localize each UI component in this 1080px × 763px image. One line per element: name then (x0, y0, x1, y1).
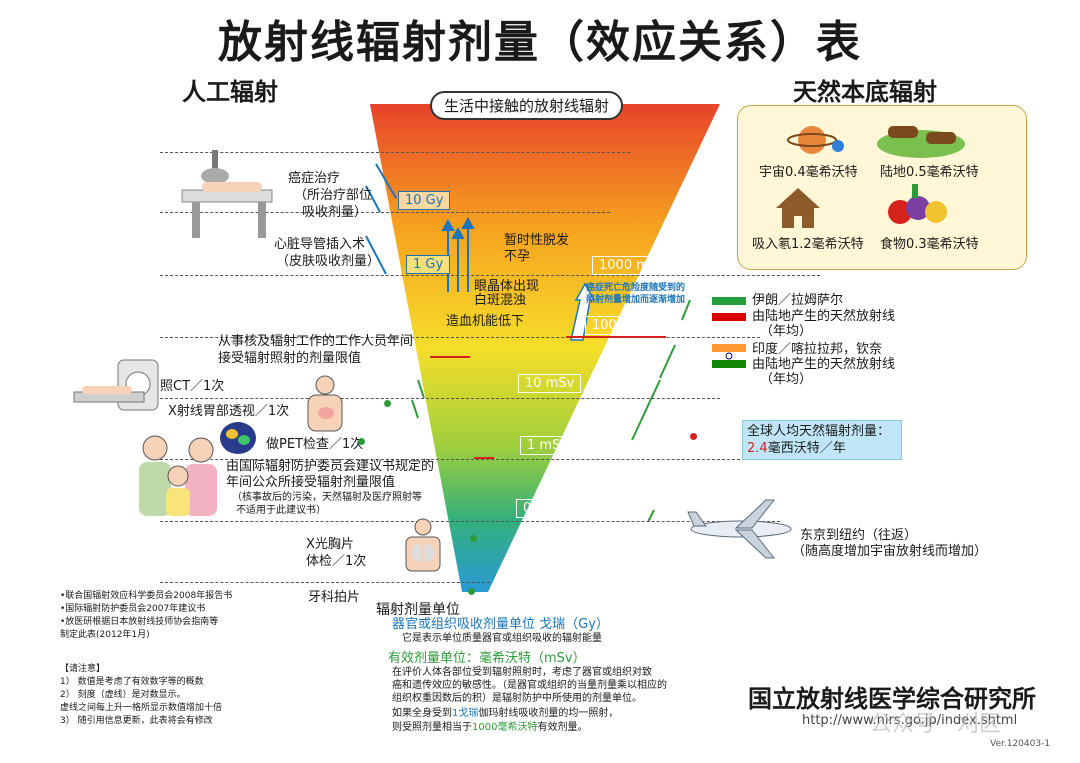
scale-label-1gy: 1 Gy (406, 255, 451, 274)
scale-label-100msv: 100 mSv (585, 316, 657, 335)
units-absorbed-desc: 它是表示单位质量器官或组织吸收的辐射能量 (402, 633, 602, 644)
iran-flag-icon (712, 297, 746, 321)
dental-label: 牙科拍片 (308, 590, 361, 605)
iran-3: （年均） (760, 324, 813, 339)
dose-funnel (370, 104, 720, 592)
page-title: 放射线辐射剂量（效应关系）表 (218, 17, 862, 68)
scale-label-10gy: 10 Gy (398, 191, 451, 210)
org-url[interactable]: http://www.nirs.go.jp/index.shtml (802, 713, 1018, 728)
india-3: （年均） (760, 372, 813, 387)
effect-sterility: 不孕 (504, 249, 531, 264)
gy-ticks (365, 163, 397, 275)
effect-hematopoiesis: 造血机能低下 (446, 314, 525, 329)
torso-xray-illustration (307, 375, 343, 432)
units-absorbed: 器官或组织吸收剂量单位 戈瑞（Gy） (392, 617, 609, 632)
effect-arrows (441, 216, 475, 292)
units-effective-desc-1: 在评价人体各部位受到辐射照射时，考虑了器官或组织对致 (392, 667, 652, 678)
pet-scan-illustration (220, 422, 256, 454)
natural-heading: 天然本底辐射 (793, 78, 937, 106)
source-2: •国际辐射防护委员会2007年建议书 (60, 604, 206, 614)
scale-label-0-1msv: 0.1 mSv (516, 499, 584, 518)
public-limit-note-1: （核事故后的污染，天然辐射及医疗照射等 (232, 492, 422, 503)
source-3: •放医研根据日本放射线技师协会指南等 (60, 617, 219, 627)
effect-hair-loss: 暂时性脱发 (504, 233, 570, 248)
iran-1: 伊朗／拉姆萨尔 (752, 293, 844, 308)
global-value: 2.4 (747, 441, 768, 456)
version-label: Ver.120403-1 (990, 739, 1051, 749)
watermark: 公众号 · 刈区 (870, 712, 1001, 737)
funnel-title-bubble: 生活中接触的放射线辐射 (430, 91, 624, 120)
worker-limit-1: 从事核及辐射工作的工作人员年间 (218, 334, 414, 349)
food-icon (888, 184, 947, 224)
cancer-therapy-1: 癌症治疗 (288, 171, 341, 186)
natural-radiation-panel (737, 105, 1027, 270)
scale-label-1msv: 1 mSv (520, 436, 576, 455)
india-1: 印度／喀拉拉邦，钦奈 (752, 342, 883, 357)
india-flag-icon (712, 344, 746, 368)
family-illustration (139, 435, 217, 516)
note-1: 1） 数值是考虑了有效数字等的概数 (60, 677, 204, 687)
global-unit: 毫西沃特／年 (767, 441, 846, 456)
units-example-2: 则受照剂量相当于1000毫希沃特有效剂量。 (392, 722, 588, 733)
artificial-heading: 人工辐射 (182, 78, 278, 106)
ct-label: 照CT／1次 (160, 379, 225, 394)
house-icon (776, 188, 820, 228)
source-4: 制定此表(2012年1月) (60, 630, 150, 640)
notes-heading: 【请注意】 (60, 664, 106, 674)
cancer-risk-1: 癌症死亡危险度随受到的 (586, 283, 686, 293)
therapy-machine-illustration (181, 150, 273, 238)
flight-1: 东京到纽约（往返） (800, 528, 918, 543)
msv-ticks (411, 299, 691, 523)
flight-2: （随高度增加宇宙放射线而增加） (792, 544, 988, 559)
note-4: 3） 随引用信息更新，此表将会有修改 (60, 716, 213, 726)
scale-label-0-01msv: 0.01 mSv (511, 563, 587, 582)
note-2: 2） 刻度（虚线）是对数显示。 (60, 690, 186, 700)
airplane-icon (687, 499, 792, 559)
global-label: 全球人均天然辐射剂量： (747, 424, 891, 439)
iran-2: 由陆地产生的天然放射线 (752, 309, 896, 324)
cardiac-2: （皮肤吸收剂量） (276, 254, 381, 269)
organization-name: 国立放射线医学综合研究所 (748, 685, 1036, 713)
risk-arrow (570, 282, 596, 341)
public-limit-1: 由国际辐射防护委员会建议书规定的 (226, 459, 435, 474)
land-icon (877, 126, 965, 158)
units-effective-desc-2: 癌和遗传效应的敏感性。（是器官或组织的当量剂量乘以相应的 (392, 680, 667, 691)
public-limit-note-2: 不适用于此建议书） (236, 505, 326, 516)
units-example-1: 如果全身受到1戈瑞伽玛射线吸收剂量的均一照射， (392, 708, 619, 719)
scale-label-10msv: 10 mSv (518, 374, 582, 393)
units-effective-desc-3: 组织权重因数后的积）是辐射防护中所使用的剂量单位。 (392, 693, 642, 704)
terrestrial-label: 陆地0.5毫希沃特 (880, 165, 979, 180)
units-effective: 有效剂量单位：毫希沃特（mSv） (388, 651, 586, 666)
cancer-therapy-3: 吸收剂量） (302, 205, 368, 220)
scale-label-1000msv: 1000 mSv (592, 256, 672, 275)
cancer-risk-2: 照射剂量增加而逐渐增加 (586, 295, 686, 305)
note-3: 虚线之间每上升一格所显示数值增加十倍 (60, 703, 223, 713)
xray-stomach-label: X射线胃部透视／1次 (168, 404, 290, 419)
public-limit-2: 年间公众所接受辐射剂量限值 (226, 475, 396, 490)
ct-scanner-illustration (73, 359, 159, 411)
chest-xray-illustration (405, 518, 441, 572)
cancer-therapy-2: （所治疗部位 (294, 188, 373, 203)
units-heading: 辐射剂量单位 (376, 602, 460, 618)
chest-xray-1: X光胸片 (306, 537, 354, 552)
planet-icon (787, 126, 844, 154)
effect-cataract-2: 白斑混浊 (474, 293, 527, 308)
radon-label: 吸入氡1.2毫希沃特 (752, 237, 864, 252)
cosmic-label: 宇宙0.4毫希沃特 (759, 165, 858, 180)
food-label: 食物0.3毫希沃特 (880, 237, 979, 252)
pet-label: 做PET检查／1次 (266, 437, 364, 452)
chest-xray-2: 体检／1次 (306, 554, 367, 569)
cardiac-1: 心脏导管插入术 (274, 237, 366, 252)
effect-cataract-1: 眼晶体出现 (474, 279, 540, 294)
global-average-box: 全球人均天然辐射剂量： 2.4毫西沃特／年 (742, 420, 902, 460)
source-1: •联合国辐射效应科学委员会2008年报告书 (60, 591, 233, 601)
india-2: 由陆地产生的天然放射线 (752, 357, 896, 372)
worker-limit-2: 接受辐射照射的剂量限值 (218, 351, 362, 366)
